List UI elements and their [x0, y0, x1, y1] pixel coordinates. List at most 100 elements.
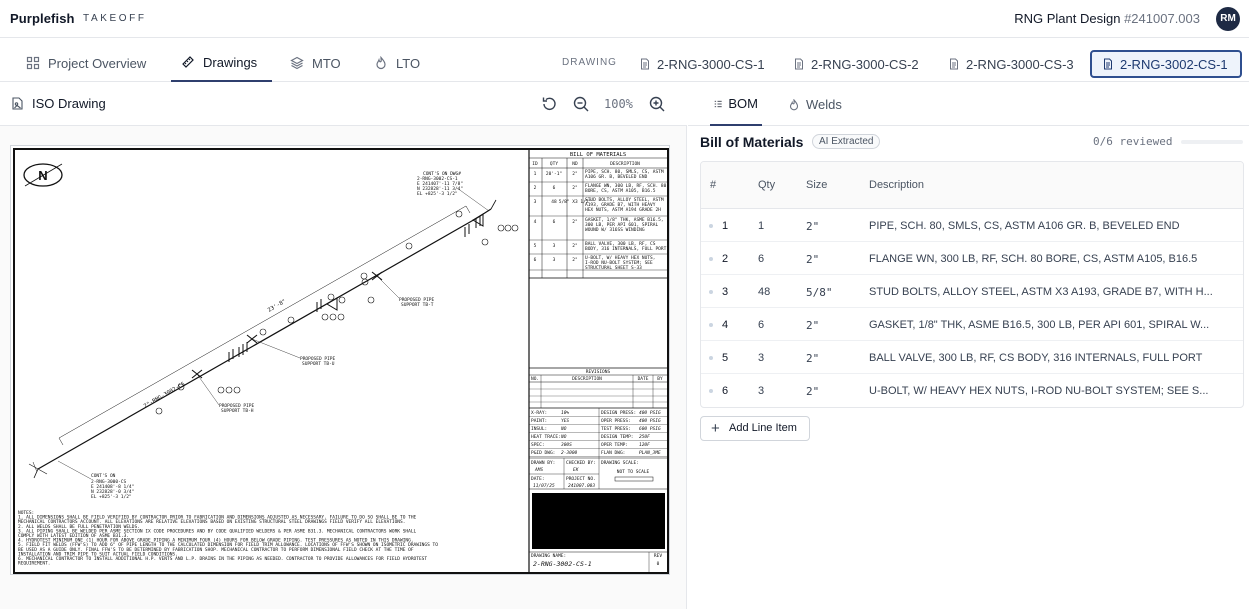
info-value: NO — [560, 426, 567, 432]
drawn-by-label: DRAWN BY: — [531, 460, 555, 466]
revisions-block: REVISIONS NO. DESCRIPTION DATE BY — [529, 367, 668, 409]
ruler-icon — [182, 56, 194, 68]
drawing-bom-desc-line: PIPE, SCH. 80, SMLS, CS, ASTM — [585, 169, 664, 175]
tab-label: Project Overview — [48, 55, 147, 71]
rev-col-desc: DESCRIPTION — [572, 376, 602, 382]
user-avatar[interactable]: RM — [1216, 7, 1240, 31]
iso-drawing-sheet[interactable]: N BILL OF MATERIALS ID QTY ND DESCRIPTIO… — [10, 145, 670, 575]
drawing-bom-header: BILL OF MATERIALS — [570, 152, 626, 158]
drawing-tab-3[interactable]: 2-RNG-3000-CS-3 — [937, 50, 1085, 78]
plus-icon: + — [711, 420, 720, 437]
support-label-line: SUPPORT TB-U — [302, 361, 335, 367]
drawing-bom-qty: 6 — [553, 185, 556, 191]
drawing-name-value: 2-RNG-3002-CS-1 — [533, 560, 592, 568]
info-value: 250F — [639, 434, 650, 440]
tab-lto[interactable]: LTO — [364, 44, 430, 82]
drawing-tab-label: 2-RNG-3002-CS-1 — [1120, 56, 1228, 72]
drawing-note-line: INSTALLATION AND TRIM PIPE TO SUIT ACTUA… — [18, 551, 178, 557]
checked-by-value: EK — [573, 467, 579, 473]
drawing-note-line: COMPLY WITH LATEST EDITION OF ASME B31.3… — [18, 533, 129, 539]
bom-panel: BOM Welds Bill of Materials AI Extracted… — [688, 83, 1249, 609]
support-label-line: SUPPORT TB-H — [221, 408, 254, 414]
drawing-note-line: 4. HYDROTEST MINIMUM ONE (1) HOUR FOR AB… — [18, 538, 414, 544]
info-label: HEAT TRACE: — [531, 434, 561, 440]
info-label: P&ID DWG: — [531, 450, 555, 456]
tab-label: Welds — [806, 97, 842, 112]
info-value: 400 PSIG — [639, 410, 661, 416]
iso-callout-top: CONT'S ON DWG# 2-RNG-3002-CS-1 E 241407'… — [417, 171, 463, 197]
drawing-bom-desc-line: GASKET, 1/8" THK, ASME B16.5, — [585, 217, 664, 223]
support-label-line: PROPOSED PIPE — [219, 403, 255, 409]
drawing-bom-id: 3 — [534, 199, 537, 205]
add-line-item-button[interactable]: + Add Line Item — [700, 416, 810, 441]
drawing-note-line: BE USED AS A GUIDE ONLY. FINAL FFW'S TO … — [18, 547, 414, 553]
zoom-out-icon[interactable] — [572, 95, 590, 113]
tab-label: BOM — [728, 96, 758, 111]
revisions-header: REVISIONS — [586, 369, 611, 375]
document-icon — [641, 58, 649, 70]
checked-by-label: CHECKED BY: — [566, 460, 596, 466]
tab-bom[interactable]: BOM — [710, 83, 762, 126]
drawing-bom-desc-line: WOUND W/ 316SS WINDING — [585, 227, 645, 233]
rotate-icon[interactable] — [540, 95, 558, 113]
brand-logo[interactable]: Purplefish — [10, 11, 75, 26]
drawing-bom-qty: 3 — [553, 243, 556, 249]
north-letter: N — [38, 168, 47, 183]
callout-top-line-5: EL +825'-3 1/2" — [417, 191, 458, 197]
scale-label: DRAWING SCALE: — [601, 460, 639, 466]
row-description: FLANGE WN, 300 LB, RF, SCH. 80 BORE, CS,… — [869, 253, 1198, 265]
drawing-tab-1[interactable]: 2-RNG-3000-CS-1 — [628, 50, 776, 78]
drawing-bom-desc-line: BODY, 316 INTERNALS, FULL PORT — [585, 246, 667, 252]
drawing-tab-4-active[interactable]: 2-RNG-3002-CS-1 — [1090, 50, 1242, 78]
panel-tabs: BOM Welds — [688, 83, 1249, 126]
review-status-dot — [709, 257, 713, 261]
drawing-label: DRAWING — [562, 57, 617, 68]
tab-project-overview[interactable]: Project Overview — [16, 44, 156, 82]
drawing-name-block: DRAWING NAME: 2-RNG-3002-CS-1 REV 0 — [529, 551, 668, 573]
drawing-bom-desc-line: FLANGE WN, 300 LB, RF, SCH. 80 — [585, 183, 667, 189]
document-icon — [950, 58, 958, 70]
row-description: GASKET, 1/8" THK, ASME B16.5, 300 LB, PE… — [869, 319, 1210, 331]
row-size: 5/8" — [806, 286, 833, 299]
product-name: TAKEOFF — [83, 13, 147, 24]
drawing-tab-label: 2-RNG-3000-CS-2 — [811, 56, 919, 72]
drawing-tab-2[interactable]: 2-RNG-3000-CS-2 — [782, 50, 930, 78]
project-no-value: 241007.003 — [568, 483, 595, 489]
flame-icon — [376, 56, 386, 70]
pipe-isometric — [28, 187, 519, 480]
row-num: 3 — [722, 286, 729, 298]
row-qty: 3 — [758, 352, 765, 364]
drawing-bom-nd: 2" — [572, 257, 577, 263]
zoom-in-icon[interactable] — [648, 95, 666, 113]
row-size: 2" — [806, 352, 820, 365]
support-label-line: PROPOSED PIPE — [399, 297, 435, 303]
scale-value: NOT TO SCALE — [617, 469, 650, 475]
callout-top-line-4: N 232828'-11 3/4" — [417, 186, 463, 192]
callout-bottom-line-4: N 232828'-0 3/4" — [91, 489, 134, 495]
tab-welds[interactable]: Welds — [784, 83, 846, 126]
tab-mto[interactable]: MTO — [280, 44, 351, 82]
drawing-bom-desc-line: BORE, CS, ASTM A105, B16.5 — [585, 188, 656, 194]
row-description: PIPE, SCH. 80, SMLS, CS, ASTM A106 GR. B… — [869, 220, 1180, 232]
drawing-bom-desc-line: I-ROD NU-BOLT SYSTEM; SEE — [585, 260, 653, 266]
bom-table-header: # Qty Size Description — [701, 162, 1243, 209]
tab-drawings[interactable]: Drawings — [171, 44, 272, 82]
drawing-bom-id: 2 — [534, 185, 537, 191]
document-icon — [1104, 58, 1112, 70]
info-value: 300S — [560, 442, 572, 448]
info-value: 120F — [639, 442, 650, 448]
support-label-line: PROPOSED PIPE — [300, 356, 336, 362]
callout-bottom-line-2: 2-RNG-3000-CS — [91, 479, 127, 485]
main-nav: Project Overview Drawings MTO LTO DRAWIN… — [0, 44, 1249, 82]
callout-top-line-1: CONT'S ON DWG# — [423, 171, 461, 177]
iso-drawing-canvas: N BILL OF MATERIALS ID QTY ND DESCRIPTIO… — [13, 148, 669, 574]
row-qty: 6 — [758, 319, 765, 331]
document-icon — [795, 58, 803, 70]
